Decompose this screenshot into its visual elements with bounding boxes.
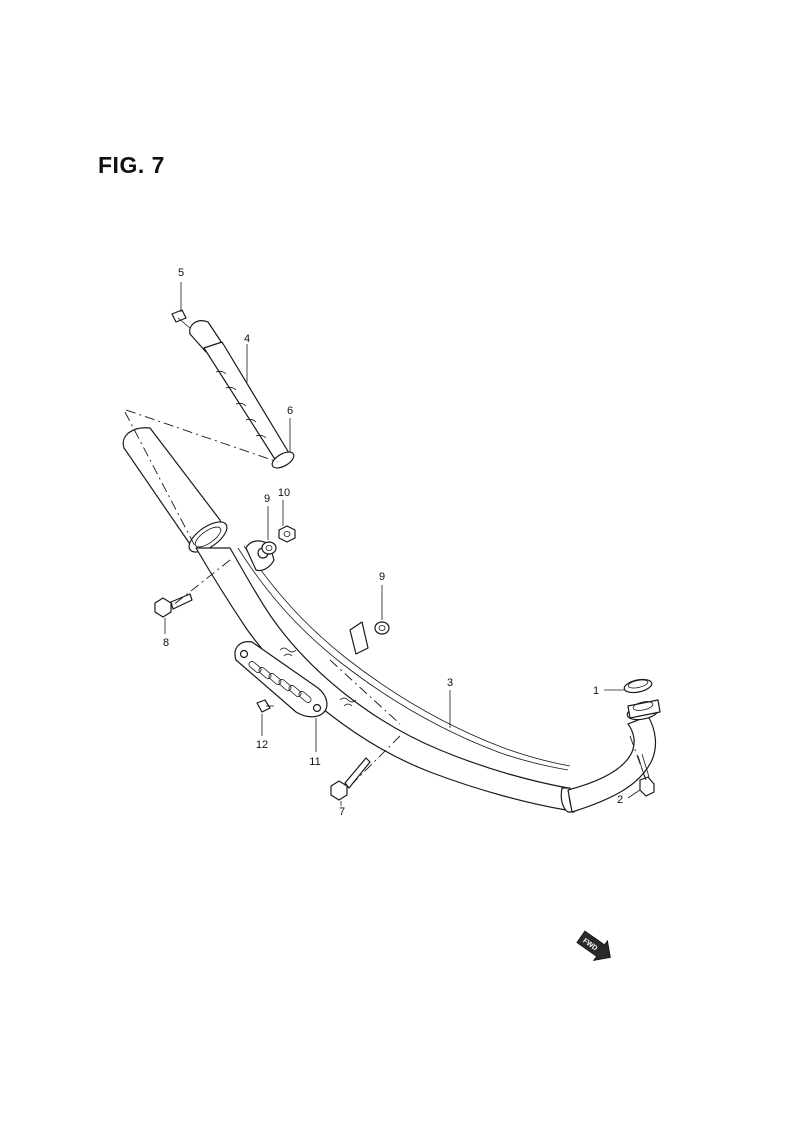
tail-pipe (189, 320, 293, 467)
washer-part-9-lower (374, 621, 390, 635)
part-label-7: 7 (339, 806, 345, 818)
part-label-8: 8 (163, 637, 169, 649)
washer-part-9-upper (261, 541, 277, 555)
part-label-9-lower: 9 (379, 571, 385, 583)
bolt-part-8 (154, 593, 193, 618)
part-label-9-upper: 9 (264, 493, 270, 505)
gasket-part-1 (623, 678, 653, 694)
front-direction-arrow-icon: FWD (576, 930, 611, 961)
exhaust-muffler-assembly (122, 427, 661, 813)
heat-shield (234, 641, 357, 718)
bolt-part-7 (330, 757, 371, 801)
screw-part-12 (256, 699, 274, 713)
figure-title: FIG. 7 (98, 152, 165, 178)
part-label-10: 10 (278, 487, 290, 499)
part-label-3: 3 (447, 677, 453, 689)
nut-part-10 (278, 525, 296, 543)
part-label-11: 11 (309, 756, 320, 768)
bolt-part-5 (171, 309, 191, 329)
alignment-lines (124, 409, 647, 785)
part-label-1: 1 (593, 685, 599, 697)
gasket-part-6 (271, 451, 295, 469)
part-label-5: 5 (178, 267, 184, 279)
part-label-4: 4 (244, 333, 250, 345)
part-number-labels: 5 4 6 9 10 9 8 1 3 2 12 11 7 (163, 267, 623, 818)
part-label-12: 12 (256, 739, 268, 751)
part-label-6: 6 (287, 405, 293, 417)
leader-lines (164, 282, 641, 806)
part-label-2: 2 (617, 794, 623, 806)
